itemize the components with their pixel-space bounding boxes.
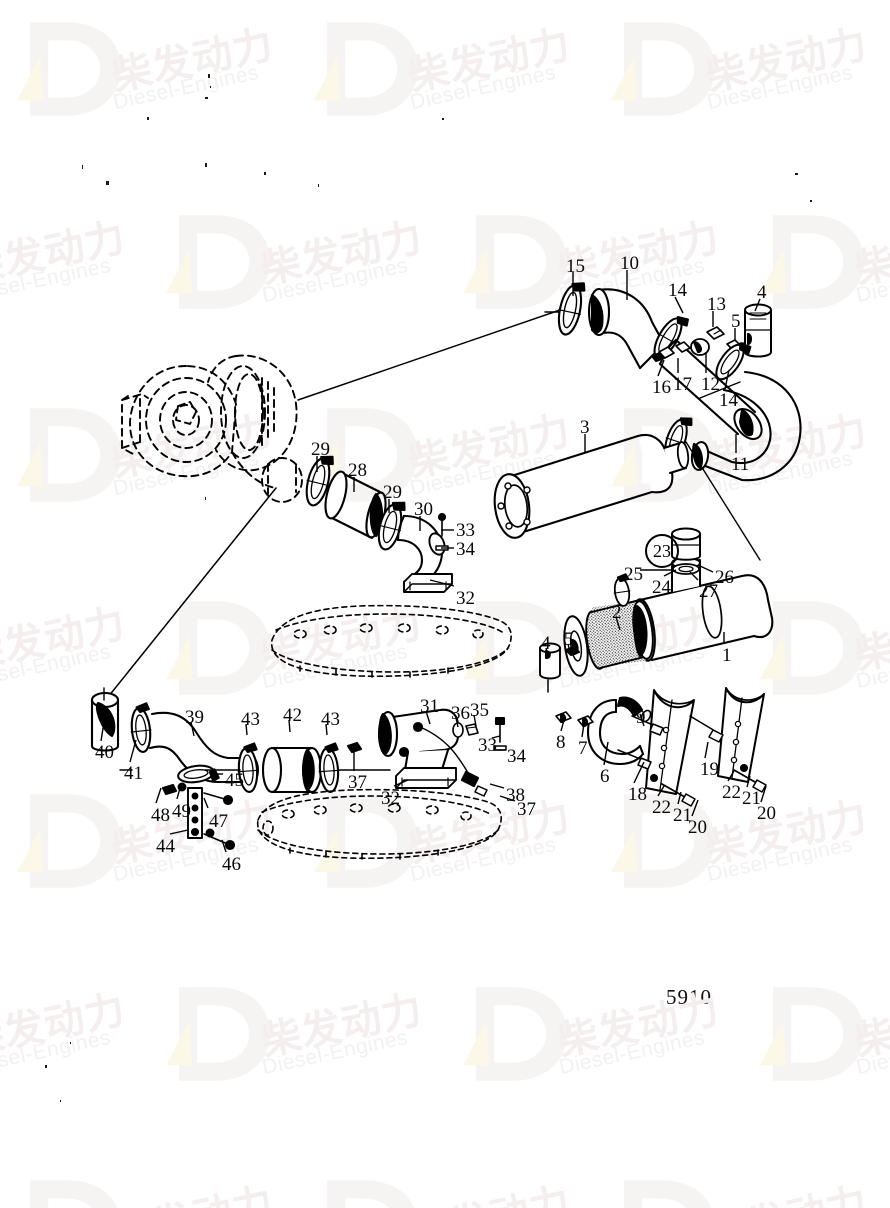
scan-speckle bbox=[45, 1065, 47, 1068]
scan-speckle bbox=[795, 173, 798, 175]
scan-speckle bbox=[205, 497, 206, 500]
scan-speckle bbox=[70, 1042, 71, 1044]
scan-speckle bbox=[208, 74, 210, 78]
scan-speckle bbox=[82, 165, 83, 169]
scan-speckle bbox=[205, 97, 208, 99]
scan-speckle bbox=[147, 117, 149, 120]
scan-speckle bbox=[106, 181, 109, 185]
scan-speckle bbox=[318, 184, 319, 187]
scan-speckle bbox=[810, 200, 812, 202]
scan-speckle bbox=[210, 86, 211, 88]
scan-speckle bbox=[205, 163, 207, 167]
scan-speckle bbox=[264, 172, 266, 175]
scan-speckle bbox=[60, 1100, 61, 1102]
scan-speckle bbox=[442, 118, 444, 120]
